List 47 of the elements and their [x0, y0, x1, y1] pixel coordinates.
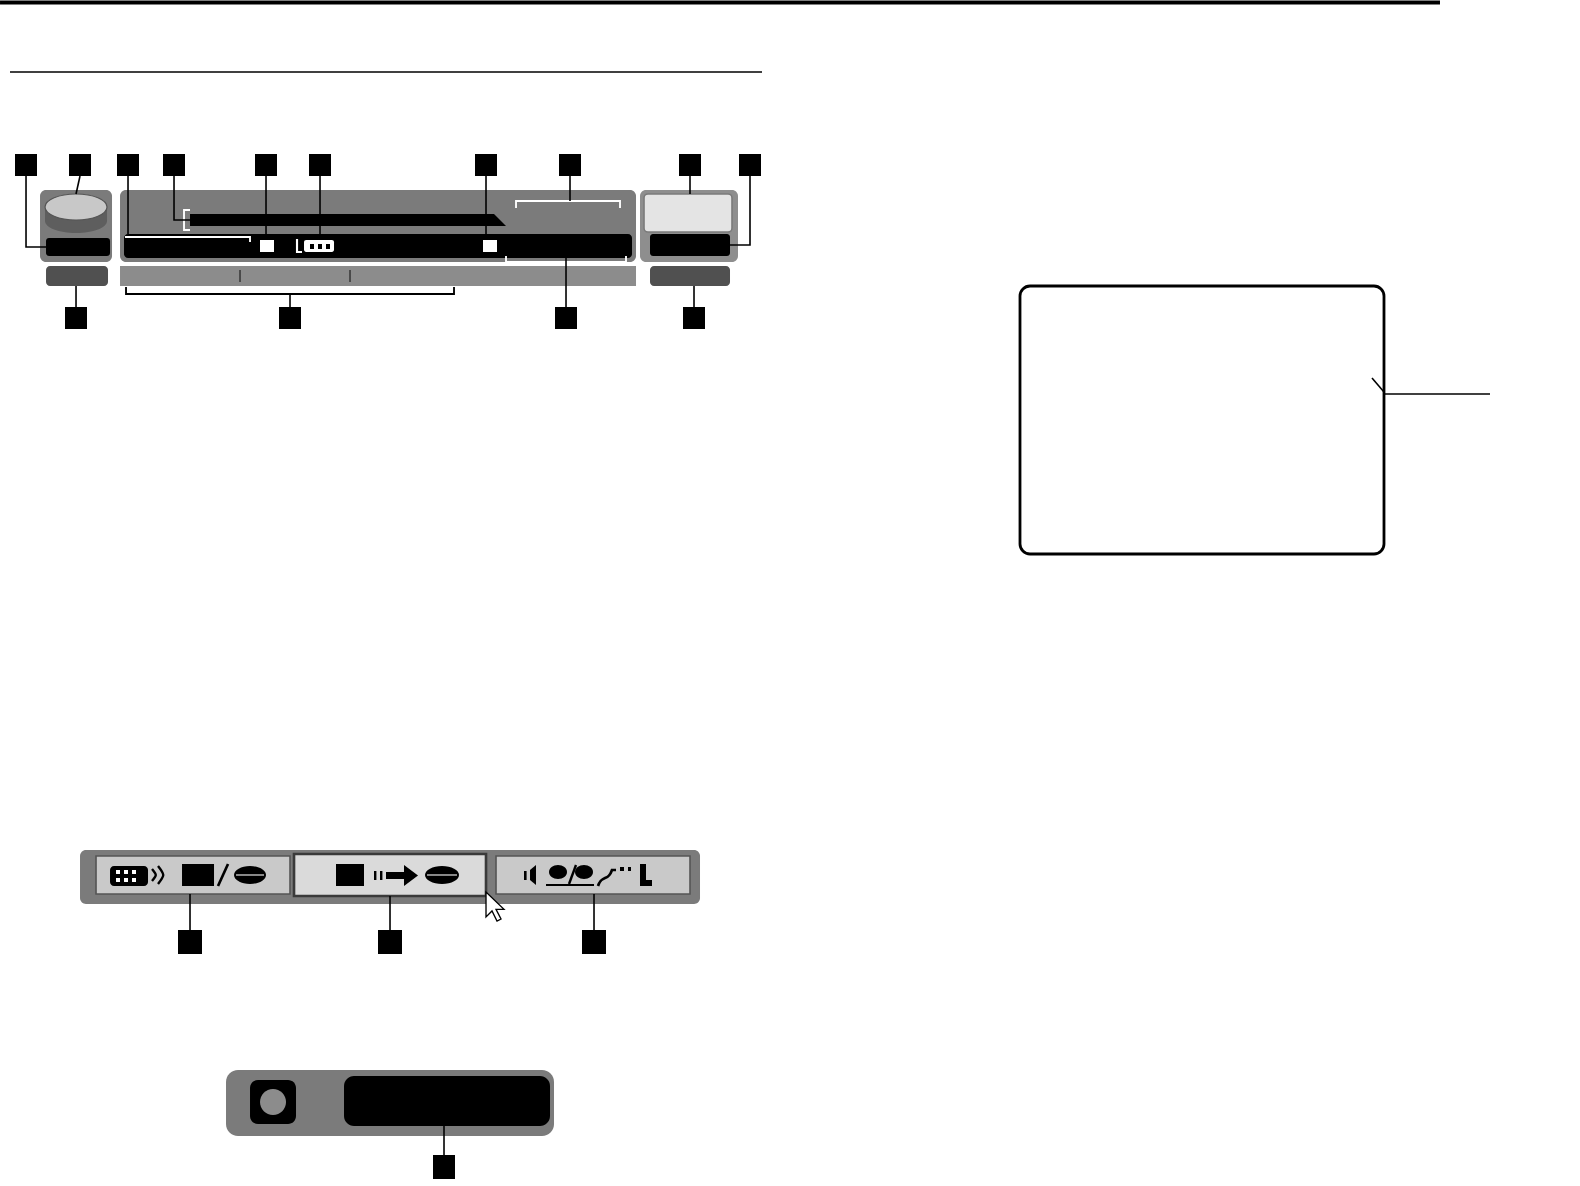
- indicator-icon: [295, 239, 334, 254]
- panel-button: [650, 266, 730, 286]
- leader-line: [389, 895, 391, 931]
- display-bar: [650, 234, 730, 256]
- leader-line: [565, 257, 567, 308]
- callout-marker: [582, 930, 606, 954]
- callout-marker: [559, 154, 581, 176]
- leader-line: [729, 175, 751, 246]
- leader-line: [173, 175, 191, 221]
- callout-marker: [117, 154, 139, 176]
- leader-line: [1383, 393, 1491, 395]
- screen-frame: [1018, 284, 1386, 556]
- indicator-square: [260, 240, 274, 252]
- indicator-square: [483, 240, 497, 252]
- callout-marker: [178, 930, 202, 954]
- disc-icon: [44, 193, 108, 233]
- panel-button: [46, 266, 108, 286]
- callout-marker: [163, 154, 185, 176]
- leader-line: [189, 893, 191, 931]
- callout-marker: [679, 154, 701, 176]
- callout-marker: [279, 307, 301, 329]
- callout-marker: [433, 1155, 455, 1179]
- display-window: [344, 1076, 550, 1126]
- callout-marker: [65, 307, 87, 329]
- callout-marker: [739, 154, 761, 176]
- leader-line: [127, 175, 129, 235]
- light-panel: [643, 193, 733, 233]
- callout-marker: [309, 154, 331, 176]
- leader-line: [289, 293, 291, 308]
- display-bar: [124, 234, 632, 258]
- leader-line: [75, 285, 77, 308]
- time-bar: [190, 214, 506, 226]
- callout-marker: [555, 307, 577, 329]
- display-bar: [46, 238, 110, 256]
- callout-marker: [15, 154, 37, 176]
- leader-line: [25, 175, 47, 248]
- leader-line: [693, 285, 695, 308]
- leader-line: [75, 175, 81, 195]
- callout-marker: [255, 154, 277, 176]
- callout-marker: [475, 154, 497, 176]
- leader-line: [689, 175, 691, 195]
- callout-marker: [69, 154, 91, 176]
- callout-marker: [378, 930, 402, 954]
- leader-line: [443, 1125, 445, 1156]
- callout-marker: [683, 307, 705, 329]
- leader-line: [569, 175, 571, 202]
- leader-line: [593, 893, 595, 931]
